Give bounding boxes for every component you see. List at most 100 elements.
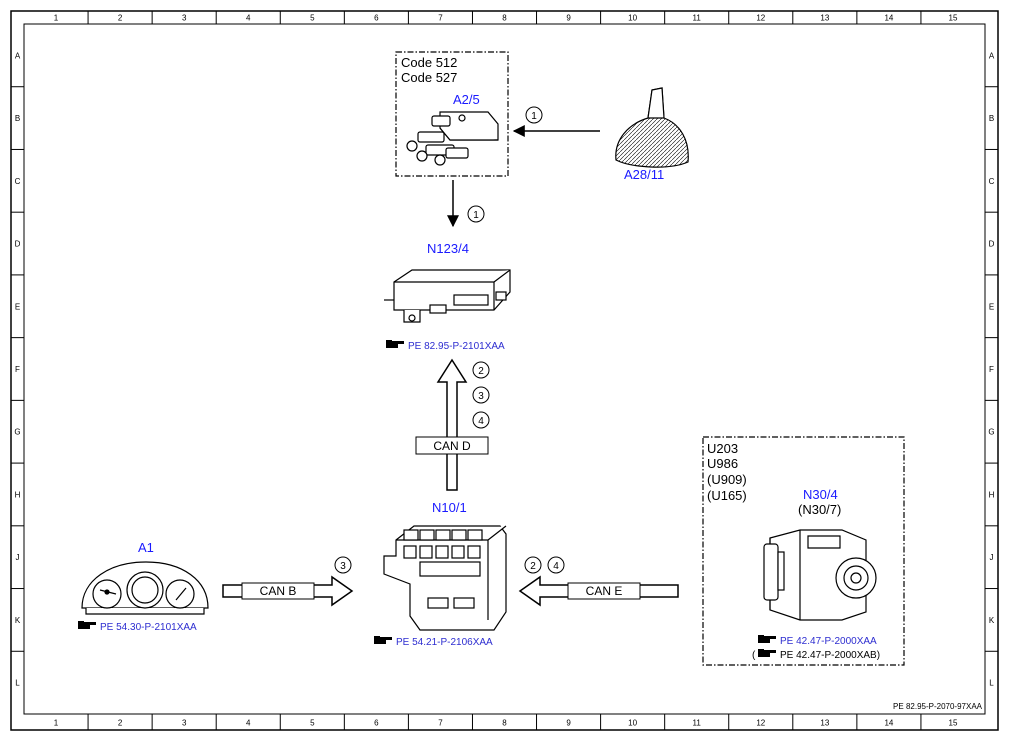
- a1-hand-icon: [78, 621, 96, 629]
- can-d-signal-3: 4: [478, 416, 484, 427]
- grid-col-label-bottom: 3: [182, 719, 187, 728]
- grid-col-label-top: 15: [949, 14, 958, 23]
- can-d-arrow: [436, 358, 468, 491]
- a1-instrument-cluster-icon: [81, 561, 209, 615]
- grid-col-label-bottom: 2: [118, 719, 123, 728]
- signal-number-a28: 1: [531, 111, 537, 122]
- grid-col-label-bottom: 13: [820, 719, 829, 728]
- a2-5-code-1: Code 512: [401, 55, 457, 70]
- grid-col-label-top: 3: [182, 14, 187, 23]
- grid-row-label-right: K: [989, 616, 995, 625]
- grid-row-label-right: A: [989, 51, 995, 60]
- n123-4-label: N123/4: [427, 241, 469, 256]
- signal-number-a2: 1: [473, 210, 479, 221]
- a28-11-label: A28/11: [624, 167, 664, 182]
- grid-row-label-right: J: [990, 553, 994, 562]
- n30-4-abs-unit-icon: [763, 529, 877, 621]
- n30-4-variant-1: U203: [707, 441, 738, 456]
- grid-row-label-left: F: [15, 365, 20, 374]
- grid-col-label-top: 7: [438, 14, 443, 23]
- grid-col-label-bottom: 11: [693, 719, 702, 728]
- grid-col-label-top: 4: [246, 14, 251, 23]
- n30-4-alt-reference: ( PE 42.47-P-2000XAB): [752, 649, 880, 661]
- can-e-signal-marker-1: [524, 556, 542, 574]
- a28-11-antenna-icon: [615, 87, 689, 168]
- grid-col-label-top: 5: [310, 14, 315, 23]
- can-d-signal-1: 2: [478, 366, 484, 377]
- can-b-signal-number: 3: [340, 561, 346, 572]
- n30-4-alt-ref-text: PE 42.47-P-2000XAB): [780, 650, 880, 661]
- n30-4-hand-icon: [758, 635, 776, 643]
- n30-4-variant-2: U986: [707, 456, 738, 471]
- grid-row-label-right: E: [989, 302, 994, 311]
- grid-row-label-left: B: [15, 114, 20, 123]
- drawing-number: PE 82.95-P-2070-97XAA: [893, 702, 983, 711]
- n10-1-hand-icon: [374, 636, 392, 644]
- can-e-signal-number-2: 4: [553, 561, 559, 572]
- grid-col-label-bottom: 7: [438, 719, 443, 728]
- grid-col-label-bottom: 1: [54, 719, 59, 728]
- grid-row-label-left: A: [15, 51, 21, 60]
- a1-reference: PE 54.30-P-2101XAA: [78, 621, 197, 633]
- n30-4-label: N30/4: [803, 487, 838, 502]
- signal-marker-a2: [467, 205, 485, 223]
- grid-col-label-bottom: 8: [502, 719, 507, 728]
- grid-row-label-right: C: [989, 177, 995, 186]
- grid-col-label-top: 13: [820, 14, 829, 23]
- grid-row-label-right: B: [989, 114, 994, 123]
- grid-col-label-top: 8: [502, 14, 507, 23]
- grid-col-label-bottom: 9: [566, 719, 571, 728]
- n123-4-reference: PE 82.95-P-2101XAA: [386, 340, 505, 352]
- a1-label: A1: [138, 540, 154, 555]
- n10-1-label: N10/1: [432, 500, 467, 515]
- grid-col-label-bottom: 10: [628, 719, 637, 728]
- can-b-label: CAN B: [260, 584, 297, 598]
- grid-col-label-bottom: 4: [246, 719, 251, 728]
- can-d-label-box: [415, 436, 489, 455]
- grid-row-label-left: E: [15, 302, 20, 311]
- grid-col-label-bottom: 5: [310, 719, 315, 728]
- n30-4-ref-text: PE 42.47-P-2000XAA: [780, 636, 877, 647]
- grid-row-label-left: K: [15, 616, 21, 625]
- grid-col-label-top: 12: [756, 14, 765, 23]
- can-e-signal-marker-2: [547, 556, 565, 574]
- grid-row-label-right: H: [989, 490, 995, 499]
- grid-row-label-right: D: [989, 240, 995, 249]
- grid-row-label-left: D: [15, 240, 21, 249]
- n123-4-hand-icon: [386, 340, 404, 348]
- a2-5-label: A2/5: [453, 92, 480, 107]
- grid-row-label-right: G: [988, 428, 994, 437]
- grid-row-label-right: F: [989, 365, 994, 374]
- grid-col-label-top: 1: [54, 14, 59, 23]
- can-d-signal-2: 3: [478, 391, 484, 402]
- grid-col-label-bottom: 12: [756, 719, 765, 728]
- n30-4-alt-label: (N30/7): [798, 502, 841, 517]
- grid-col-label-top: 9: [566, 14, 571, 23]
- can-b-signal-marker: [334, 556, 352, 574]
- n30-4-variant-3: (U909): [707, 472, 747, 487]
- outer-frame: [10, 10, 999, 731]
- n10-1-reference: PE 54.21-P-2106XAA: [374, 636, 493, 648]
- can-d-signal-markers: 2 3 4: [472, 361, 490, 429]
- a2-5-splitter-icon: [406, 111, 499, 166]
- n10-1-fuse-relay-box-icon: [383, 525, 507, 631]
- grid-col-label-top: 2: [118, 14, 123, 23]
- grid-col-label-bottom: 6: [374, 719, 379, 728]
- signal-marker-a28: [525, 106, 543, 124]
- a1-ref-text: PE 54.30-P-2101XAA: [100, 622, 197, 633]
- inner-frame: [23, 23, 986, 715]
- grid-col-label-top: 14: [884, 14, 893, 23]
- grid-row-label-left: G: [14, 428, 20, 437]
- grid-row-label-left: J: [16, 553, 20, 562]
- a2-5-dashed-box: [395, 51, 509, 177]
- n30-4-reference: PE 42.47-P-2000XAA: [758, 635, 877, 647]
- grid-col-label-bottom: 14: [884, 719, 893, 728]
- grid-row-label-left: C: [15, 177, 21, 186]
- n30-4-alt-hand-icon: [758, 649, 776, 657]
- n10-1-ref-text: PE 54.21-P-2106XAA: [396, 637, 493, 648]
- grid-col-label-top: 11: [693, 14, 702, 23]
- grid-row-label-left: L: [15, 679, 20, 688]
- grid-col-label-bottom: 15: [949, 719, 958, 728]
